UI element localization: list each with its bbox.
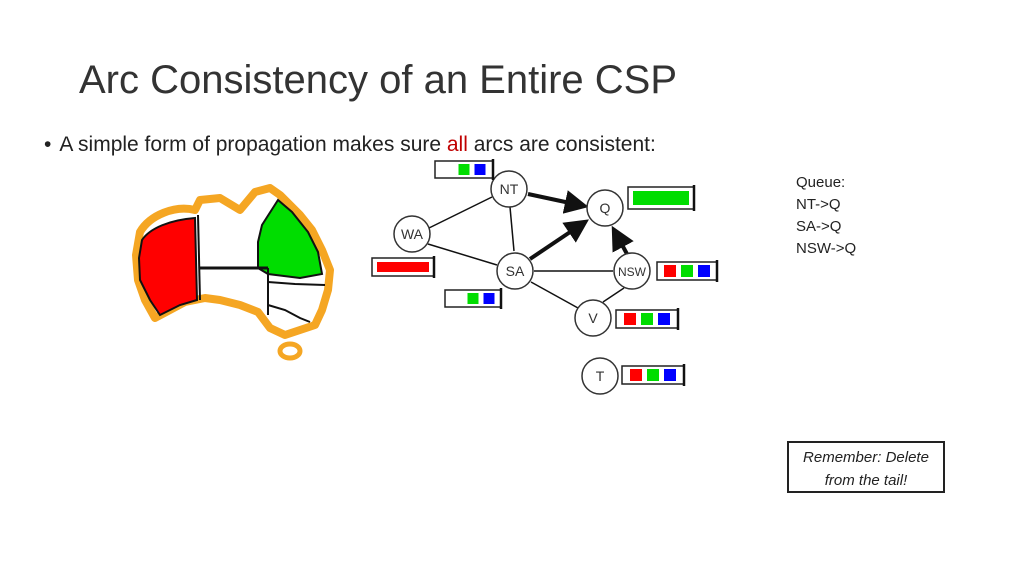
queue-heading: Queue: — [796, 174, 846, 191]
reminder-line-2: from the tail! — [824, 472, 908, 489]
node-q-label: Q — [600, 200, 611, 216]
arc-nsw-q — [611, 225, 634, 255]
domain-value-blue — [483, 293, 495, 304]
domain-value-green — [633, 191, 689, 205]
region-q — [257, 198, 324, 280]
domain-boxes — [371, 159, 719, 386]
domain-value-blue — [698, 265, 710, 277]
node-q: Q — [586, 189, 624, 227]
region-wa — [137, 216, 199, 317]
domain-value-blue — [474, 164, 486, 175]
slide-title: Arc Consistency of an Entire CSP — [79, 58, 678, 102]
queue-arcs — [527, 190, 634, 261]
edge-sa-v — [530, 281, 579, 309]
australia-map — [132, 184, 334, 361]
region-t — [277, 341, 303, 361]
queue-item: SA->Q — [796, 218, 842, 235]
bullet-highlight: all — [446, 133, 468, 156]
arc-nt-q — [527, 190, 589, 214]
node-v: V — [574, 299, 612, 337]
queue-item: NT->Q — [796, 196, 841, 213]
domain-value-red — [630, 369, 642, 381]
domain-value-green — [641, 313, 653, 325]
node-t-label: T — [596, 368, 605, 384]
domain-value-red — [377, 262, 429, 272]
edge-nt-sa — [509, 206, 515, 252]
bullet-dot: • — [44, 133, 52, 156]
border-nsw-v — [267, 304, 311, 323]
arc-sa-q — [528, 219, 589, 261]
bullet-text: • A simple form of propagation makes sure… — [44, 133, 656, 157]
node-nsw-label: NSW — [618, 265, 647, 279]
reminder-line-1: Remember: Delete — [803, 449, 929, 466]
node-nsw: NSW — [613, 252, 651, 290]
domain-value-green — [647, 369, 659, 381]
domain-value-red — [664, 265, 676, 277]
queue-panel: Queue: NT->Q SA->Q NSW->Q — [796, 172, 856, 260]
bullet-suffix: arcs are consistent: — [467, 133, 656, 156]
node-t: T — [581, 357, 619, 395]
edge-wa-nt — [428, 196, 493, 229]
domain-value-red — [624, 313, 636, 325]
constraint-edges — [427, 196, 625, 309]
node-nt-label: NT — [500, 181, 519, 197]
domain-value-green — [681, 265, 693, 277]
queue-item: NSW->Q — [796, 240, 857, 257]
edge-nsw-v — [602, 287, 625, 303]
node-nt: NT — [490, 170, 528, 208]
border-wa-nt — [197, 214, 201, 301]
node-wa-label: WA — [401, 226, 424, 242]
node-wa: WA — [393, 215, 431, 253]
node-sa: SA — [496, 252, 534, 290]
bullet-prefix: A simple form of propagation makes sure — [59, 133, 447, 156]
border-q-nsw — [267, 281, 326, 286]
node-sa-label: SA — [506, 263, 525, 279]
edge-wa-sa — [427, 243, 498, 266]
node-v-label: V — [588, 310, 598, 326]
domain-value-blue — [664, 369, 676, 381]
domain-value-green — [458, 164, 470, 175]
domain-value-green — [467, 293, 479, 304]
reminder-note: Remember: Delete from the tail! — [787, 441, 945, 493]
domain-value-blue — [658, 313, 670, 325]
